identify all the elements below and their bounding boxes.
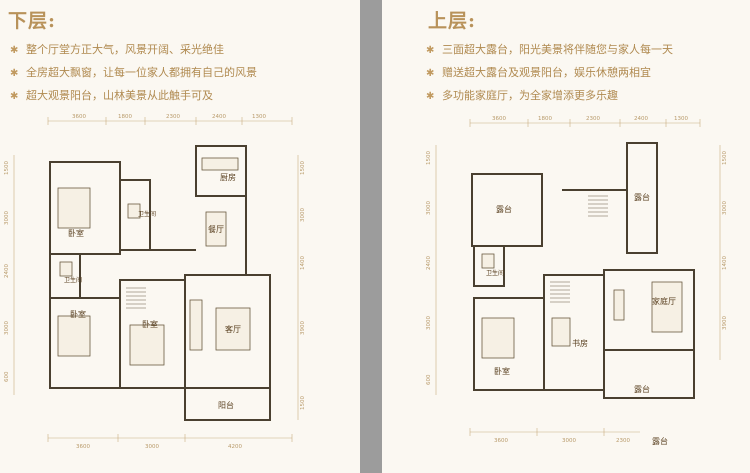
dim-label: 2300: [586, 116, 600, 122]
lower-floor-title: 下层:: [8, 10, 57, 32]
room-label-terrace: 露台: [496, 204, 512, 214]
lower-floor-features: ✱ 整个厅堂方正大气，风景开阔、采光绝佳 ✱ 全房超大飘窗，让每一位家人都拥有自己的…: [10, 38, 257, 107]
dim-label: 3600: [76, 444, 90, 450]
dim-label: 1500: [300, 396, 306, 410]
dim-label: 1400: [300, 256, 306, 270]
dim-label: 2300: [166, 114, 180, 120]
feature-item: ✱ 全房超大飘窗，让每一位家人都拥有自己的风景: [10, 61, 257, 84]
room-label-bedroom: 卧室: [70, 309, 86, 319]
room-label-bedroom: 卧室: [142, 319, 158, 329]
dim-label: 3600: [492, 116, 506, 122]
dim-label: 1500: [426, 151, 432, 165]
dim-label: 600: [4, 371, 10, 382]
dimension-lines: [13, 117, 299, 442]
dim-label: 3600: [72, 114, 86, 120]
dim-label: 3900: [300, 321, 306, 335]
dim-label: 1500: [300, 161, 306, 175]
upper-floor-panel: 上层: ✱ 三面超大露台，阳光美景将伴随您与家人每一天 ✱ 赠送超大露台及观景阳台，…: [382, 0, 750, 473]
room-label-kitchen: 厨房: [220, 172, 236, 182]
dim-label: 3000: [300, 208, 306, 222]
room-label-bedroom: 卧室: [494, 366, 510, 376]
dim-label: 2400: [426, 256, 432, 270]
dim-label: 2400: [634, 116, 648, 122]
room-label-terrace: 露台: [652, 436, 668, 446]
dim-label: 2400: [212, 114, 226, 120]
lower-floor-plan: 3600 1800 2300 2400 1300 3600 3000 4200 …: [4, 114, 306, 450]
star-bullet-icon: ✱: [426, 45, 435, 56]
walls: [49, 145, 271, 421]
dim-label: 1300: [674, 116, 688, 122]
room-label-living: 客厅: [225, 324, 241, 334]
dim-label: 1400: [722, 256, 728, 270]
dim-label: 3000: [562, 438, 576, 444]
dim-label: 3000: [4, 211, 10, 225]
dim-label: 2300: [616, 438, 630, 444]
feature-item: ✱ 超大观景阳台，山林美景从此触手可及: [10, 84, 257, 107]
upper-floor-title: 上层:: [428, 10, 477, 32]
room-label-bathroom: 卫生间: [486, 269, 504, 277]
dim-label: 3600: [494, 438, 508, 444]
upper-floor-plan: 3600 1800 2300 2400 1300 3600 3000 2300 …: [426, 116, 728, 446]
star-bullet-icon: ✱: [426, 68, 435, 79]
stairs: [550, 195, 608, 303]
star-bullet-icon: ✱: [10, 45, 19, 56]
stairs: [126, 287, 146, 309]
star-bullet-icon: ✱: [10, 91, 19, 102]
room-label-bathroom: 卫生间: [64, 276, 82, 284]
feature-text: 整个厅堂方正大气，风景开阔、采光绝佳: [26, 43, 224, 56]
dim-label: 1500: [722, 151, 728, 165]
walls: [471, 142, 695, 399]
room-label-family-hall: 家庭厅: [652, 296, 676, 306]
dimension-lines: [435, 119, 721, 436]
feature-text: 超大观景阳台，山林美景从此触手可及: [26, 89, 213, 102]
dim-label: 3900: [722, 316, 728, 330]
dim-label: 3000: [426, 316, 432, 330]
room-label-study: 书房: [572, 338, 588, 348]
room-label-bathroom: 卫生间: [138, 210, 156, 218]
dim-label: 4200: [228, 444, 242, 450]
dim-label: 1800: [538, 116, 552, 122]
furniture: [481, 253, 683, 359]
dim-label: 2400: [4, 264, 10, 278]
dim-label: 3000: [722, 201, 728, 215]
room-label-terrace: 露台: [634, 384, 650, 394]
room-label-balcony: 阳台: [218, 400, 234, 410]
feature-item: ✱ 多功能家庭厅，为全家增添更多乐趣: [426, 84, 673, 107]
star-bullet-icon: ✱: [426, 91, 435, 102]
dim-label: 1300: [252, 114, 266, 120]
dim-label: 600: [426, 374, 432, 385]
dim-label: 3000: [145, 444, 159, 450]
feature-text: 全房超大飘窗，让每一位家人都拥有自己的风景: [26, 66, 257, 79]
dim-label: 3000: [426, 201, 432, 215]
feature-text: 三面超大露台，阳光美景将伴随您与家人每一天: [442, 43, 673, 56]
dim-label: 3000: [4, 321, 10, 335]
room-label-bedroom: 卧室: [68, 228, 84, 238]
furniture: [57, 157, 251, 366]
dim-label: 1500: [4, 161, 10, 175]
feature-item: ✱ 整个厅堂方正大气，风景开阔、采光绝佳: [10, 38, 257, 61]
dim-label: 1800: [118, 114, 132, 120]
panel-divider: [360, 0, 382, 473]
feature-item: ✱ 赠送超大露台及观景阳台，娱乐休憩两相宜: [426, 61, 673, 84]
room-label-dining: 餐厅: [208, 225, 224, 234]
lower-floor-panel: 下层: ✱ 整个厅堂方正大气，风景开阔、采光绝佳 ✱ 全房超大飘窗，让每一位家人都拥…: [0, 0, 360, 473]
upper-floor-features: ✱ 三面超大露台，阳光美景将伴随您与家人每一天 ✱ 赠送超大露台及观景阳台，娱乐休憩…: [426, 38, 673, 107]
feature-text: 赠送超大露台及观景阳台，娱乐休憩两相宜: [442, 66, 651, 79]
feature-item: ✱ 三面超大露台，阳光美景将伴随您与家人每一天: [426, 38, 673, 61]
feature-text: 多功能家庭厅，为全家增添更多乐趣: [442, 89, 618, 102]
room-label-terrace: 露台: [634, 192, 650, 202]
star-bullet-icon: ✱: [10, 68, 19, 79]
